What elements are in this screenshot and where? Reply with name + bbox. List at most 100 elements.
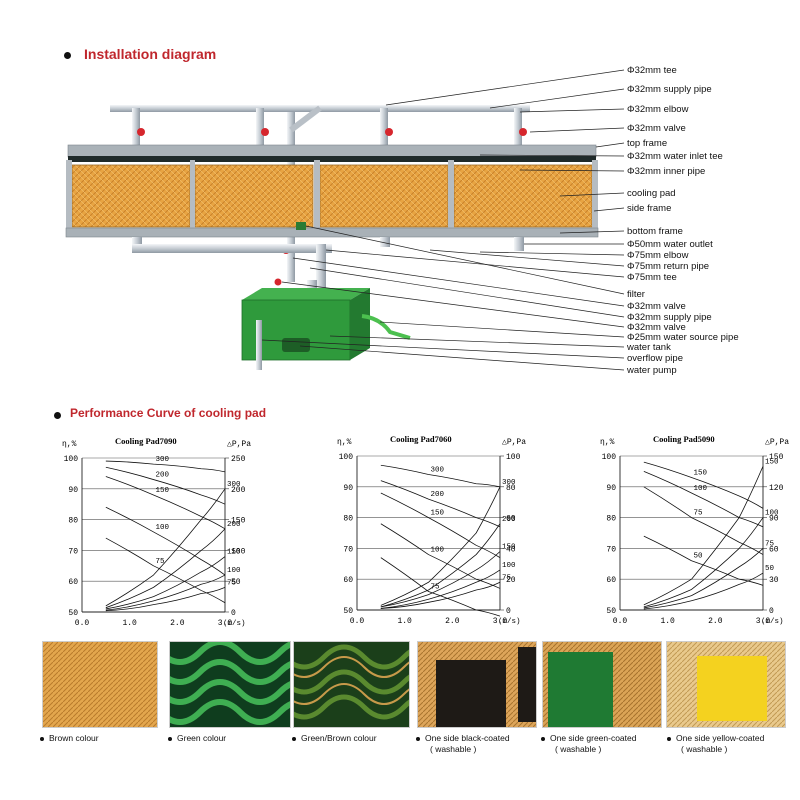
- pressure-curve: [380, 523, 501, 608]
- leader-line-19: [329, 335, 625, 348]
- swatch-green-brown: [293, 641, 410, 728]
- efficiency-curve: [105, 537, 226, 604]
- pressure-curve: [380, 551, 501, 608]
- left-axis-label: η,%: [337, 438, 352, 447]
- efficiency-curve-label: 100: [431, 547, 445, 555]
- left-tick-label: 80: [68, 517, 78, 526]
- leader-label-18: Φ25mm water source pipe: [627, 332, 739, 343]
- efficiency-curve: [105, 476, 226, 530]
- caption-green: Green colour: [168, 733, 226, 744]
- water-tank: [241, 288, 411, 370]
- left-tick-label: 70: [68, 547, 78, 556]
- leader-line-9: [559, 230, 625, 234]
- pressure-curve-label: 150: [765, 458, 779, 466]
- right-axis-label: △P,Pa: [227, 440, 251, 449]
- chart-title: Cooling Pad5090: [653, 434, 715, 444]
- pressure-curve: [380, 486, 501, 606]
- leader-label-6: Φ32mm inner pipe: [627, 166, 705, 177]
- efficiency-curve-label: 50: [694, 553, 704, 561]
- caption-yellow-coated: One side yellow-coated ( washable ): [667, 733, 764, 755]
- leader-label-19: water tank: [626, 342, 671, 353]
- efficiency-curve-label: 100: [694, 485, 708, 493]
- left-tick-label: 70: [343, 545, 353, 554]
- efficiency-curve-label: 200: [431, 491, 445, 499]
- right-tick-label: 120: [769, 484, 784, 493]
- leader-line-12: [429, 249, 625, 267]
- x-tick-label: 2.0: [170, 619, 185, 628]
- pressure-curve: [105, 556, 226, 610]
- installation-title: Installation diagram: [84, 46, 217, 62]
- leader-line-6: [519, 169, 625, 172]
- pressure-curve-label: 200: [227, 521, 241, 529]
- leader-line-2: [519, 108, 625, 113]
- chart-title: Cooling Pad7090: [115, 436, 177, 446]
- caption-green-brown: Green/Brown colour: [292, 733, 377, 744]
- x-axis-label: (m/s): [223, 620, 246, 628]
- x-axis-label: (m/s): [761, 618, 784, 626]
- efficiency-curve: [380, 480, 501, 528]
- pressure-curve-label: 100: [227, 567, 241, 575]
- swatch-black-coated: [417, 641, 537, 728]
- pressure-curve: [105, 488, 226, 607]
- leader-label-2: Φ32mm elbow: [627, 104, 689, 115]
- pressure-curve: [380, 581, 501, 609]
- efficiency-curve-label: 200: [156, 472, 170, 480]
- pressure-curve: [643, 517, 764, 608]
- x-axis-label: (m/s): [498, 618, 521, 626]
- efficiency-curve-label: 75: [694, 510, 704, 518]
- efficiency-curve-label: 150: [694, 470, 708, 478]
- pressure-curve-label: 100: [765, 510, 779, 518]
- left-tick-label: 100: [339, 453, 354, 462]
- left-tick-label: 90: [606, 484, 616, 493]
- right-tick-label: 30: [769, 576, 779, 585]
- left-tick-label: 60: [606, 576, 616, 585]
- leader-line-4: [595, 142, 625, 148]
- x-tick-label: 3.0: [493, 617, 508, 626]
- efficiency-curve: [380, 557, 501, 617]
- leader-label-11: Φ75mm elbow: [627, 250, 689, 261]
- efficiency-curve-label: 75: [431, 584, 441, 592]
- side-frames: [66, 160, 598, 230]
- filter-icon: [296, 222, 306, 230]
- leader-label-20: overflow pipe: [627, 353, 683, 364]
- performance-title: Performance Curve of cooling pad: [70, 406, 267, 420]
- swatch-green: [169, 641, 291, 728]
- leader-line-13: [325, 249, 625, 278]
- left-tick-label: 80: [606, 515, 616, 524]
- leader-label-17: Φ32mm valve: [627, 322, 686, 333]
- pressure-curve-label: 300: [227, 481, 241, 489]
- right-axis-label: △P,Pa: [765, 438, 789, 447]
- right-tick-label: 90: [769, 515, 779, 524]
- pressure-curve: [643, 572, 764, 610]
- efficiency-curve-label: 300: [431, 466, 445, 474]
- efficiency-curve: [380, 464, 501, 488]
- leader-label-0: Φ32mm tee: [627, 65, 677, 76]
- left-axis-label: η,%: [62, 440, 77, 449]
- swatch-yellow-coated: [666, 641, 786, 728]
- leader-line-14: [305, 225, 625, 295]
- efficiency-curve: [105, 466, 226, 505]
- leader-line-17: [281, 281, 625, 328]
- efficiency-curve: [643, 486, 764, 555]
- right-tick-label: 100: [231, 547, 246, 556]
- left-tick-label: 90: [343, 484, 353, 493]
- leader-label-10: Φ50mm water outlet: [627, 239, 713, 250]
- pressure-curve: [380, 569, 501, 609]
- left-tick-label: 60: [68, 578, 78, 587]
- caption-black-coated: One side black-coated ( washable ): [416, 733, 510, 755]
- efficiency-curve: [105, 460, 226, 473]
- pressure-curve-label: 100: [502, 562, 516, 570]
- x-tick-label: 1.0: [122, 619, 137, 628]
- pressure-curve: [105, 528, 226, 609]
- chart-title: Cooling Pad7060: [390, 434, 452, 444]
- leader-line-15: [292, 257, 625, 307]
- right-tick-label: 50: [231, 578, 241, 587]
- left-tick-label: 50: [68, 609, 78, 618]
- leader-line-7: [559, 192, 625, 197]
- leader-label-14: filter: [627, 289, 645, 300]
- x-tick-label: 1.0: [397, 617, 412, 626]
- left-tick-label: 50: [343, 607, 353, 616]
- leader-line-5: [479, 154, 625, 157]
- leader-line-20: [261, 339, 625, 359]
